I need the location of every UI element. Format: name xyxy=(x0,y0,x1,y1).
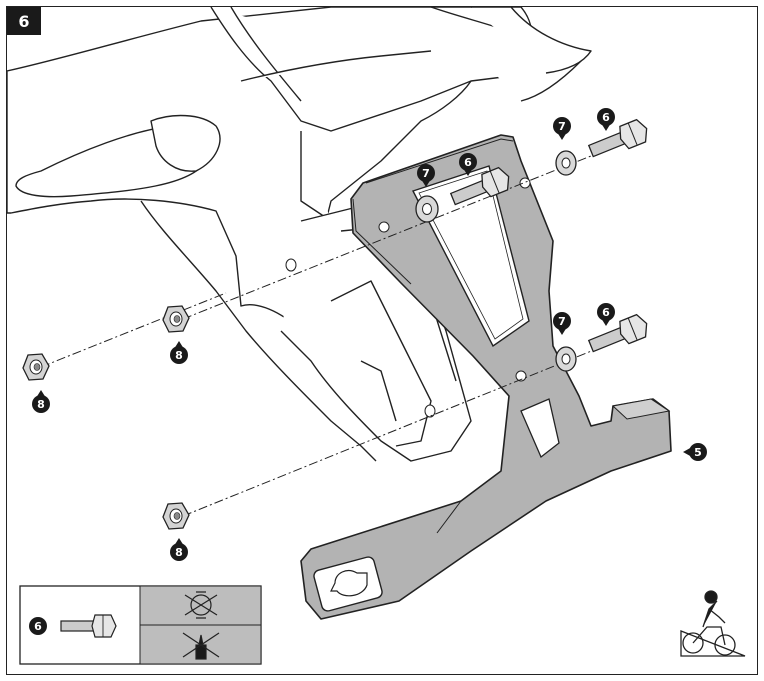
number-plate-bracket xyxy=(300,134,672,620)
instruction-frame: 6 xyxy=(6,6,758,675)
svg-text:6: 6 xyxy=(602,111,610,124)
motorcycle-rear-frame xyxy=(7,7,592,462)
legend-callout: 6 xyxy=(29,617,47,635)
bolt xyxy=(587,313,648,353)
svg-text:7: 7 xyxy=(558,120,566,133)
bracket-hole xyxy=(378,221,390,233)
svg-text:7: 7 xyxy=(558,315,566,328)
bracket-cutout xyxy=(412,165,530,348)
svg-text:8: 8 xyxy=(37,398,45,411)
callout-bolt: 6 xyxy=(597,108,615,131)
bracket-hole xyxy=(519,177,531,189)
washer xyxy=(555,150,577,176)
nut xyxy=(162,305,190,333)
svg-text:8: 8 xyxy=(175,546,183,559)
frame-holes xyxy=(285,258,436,418)
no-grease-icon xyxy=(184,591,218,619)
callout-bolt: 6 xyxy=(597,303,615,326)
callout-washer: 7 xyxy=(553,312,571,335)
bolt xyxy=(587,118,648,158)
motorcycle-rider-icon xyxy=(680,590,746,657)
svg-text:5: 5 xyxy=(694,446,702,459)
washer xyxy=(415,195,439,223)
callout-bracket: 5 xyxy=(683,443,707,461)
bolt-icon xyxy=(60,614,117,638)
callout-nut: 8 xyxy=(32,390,50,413)
bracket-hole xyxy=(515,370,527,382)
svg-text:7: 7 xyxy=(422,167,430,180)
nut xyxy=(162,502,190,530)
callout-nut: 8 xyxy=(170,538,188,561)
callout-nut: 8 xyxy=(170,341,188,364)
svg-text:8: 8 xyxy=(175,349,183,362)
callout-washer: 7 xyxy=(417,164,435,187)
nut xyxy=(22,353,50,381)
bracket-slot xyxy=(520,398,560,459)
callout-bolt: 6 xyxy=(459,153,477,176)
svg-text:6: 6 xyxy=(464,156,472,169)
step-number: 6 xyxy=(18,12,29,31)
bracket-body xyxy=(300,134,672,620)
bolt xyxy=(449,166,510,206)
svg-text:6: 6 xyxy=(34,620,42,633)
assembly-diagram: 6 xyxy=(7,7,746,665)
parts-legend: 6 xyxy=(19,585,262,665)
no-threadlock-icon xyxy=(182,632,220,660)
washer xyxy=(555,346,577,372)
plate-mount-hole xyxy=(330,570,368,597)
step-badge: 6 xyxy=(7,7,41,35)
svg-text:6: 6 xyxy=(602,306,610,319)
callout-washer: 7 xyxy=(553,117,571,140)
